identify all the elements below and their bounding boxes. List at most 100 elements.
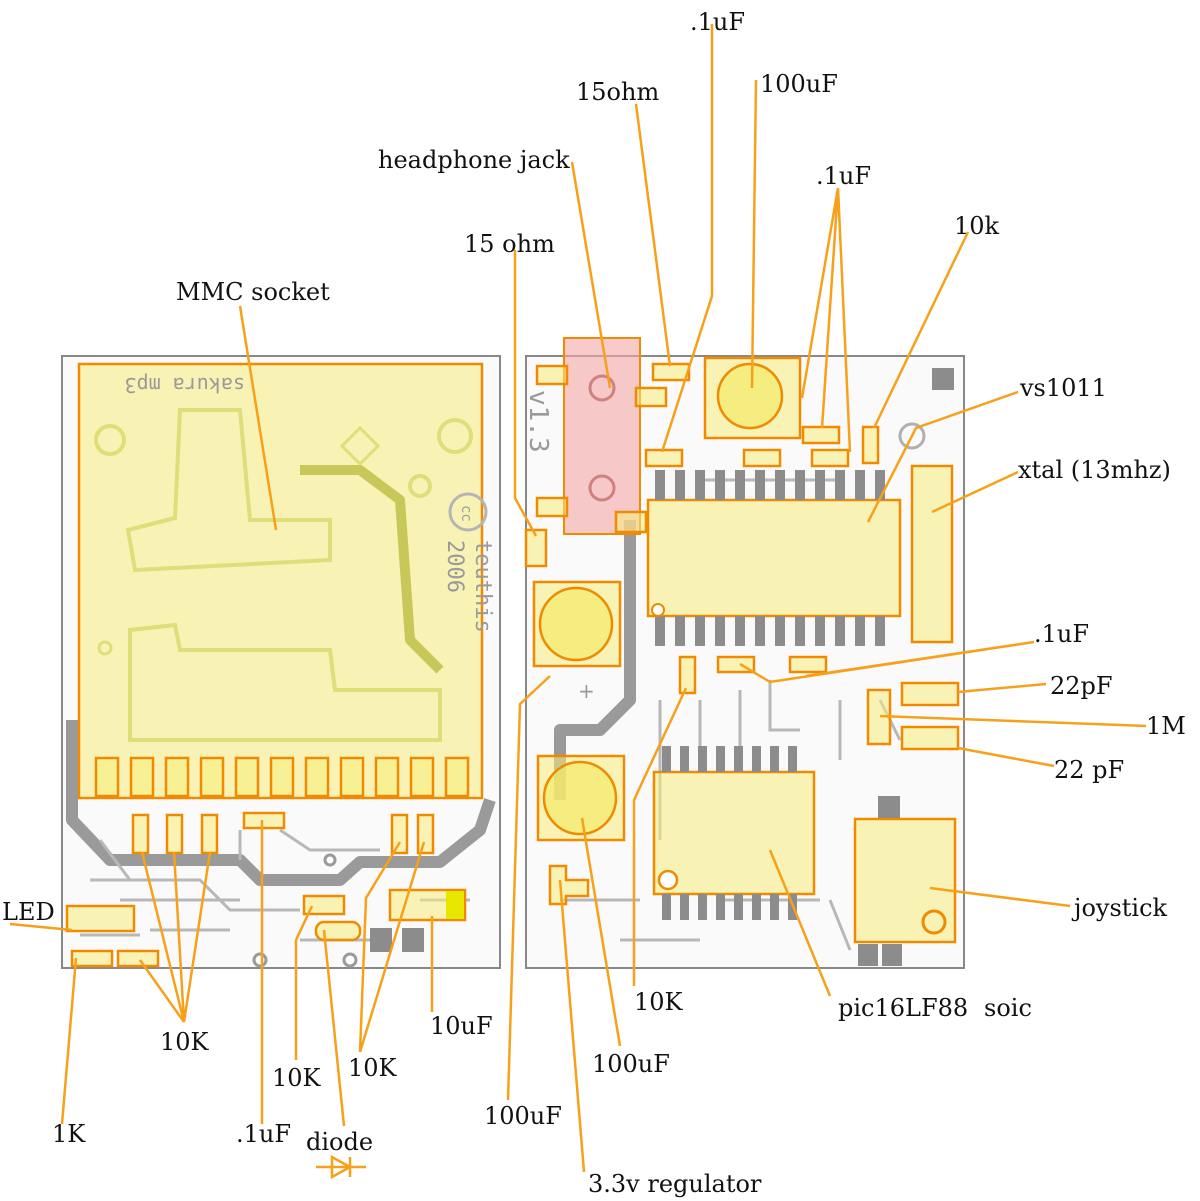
label-10k-right: 10K — [348, 1054, 398, 1082]
label-1k: 1K — [52, 1120, 86, 1148]
leader-diode — [322, 929, 346, 1127]
diode-body — [314, 920, 362, 942]
label-100uf-top: 100uF — [760, 70, 838, 98]
author-silk: teuthis — [470, 540, 495, 633]
resistor-1k — [70, 949, 114, 968]
label-01uf-group: .1uF — [816, 162, 871, 190]
labels: MMC socket headphone jack 15 ohm 15ohm .… — [2, 8, 1186, 1198]
resistor-15ohm-a — [524, 528, 548, 568]
pic16lf88-chip — [652, 770, 816, 896]
version-silk: v1.3 — [523, 390, 553, 453]
label-15ohm: 15ohm — [576, 78, 659, 106]
leader-10k-top — [872, 231, 970, 429]
mmc-hole-2 — [437, 418, 473, 454]
via — [252, 952, 268, 968]
leader-01uf-right — [739, 640, 1035, 684]
via — [323, 853, 337, 867]
label-100uf-bottom: 100uF — [484, 1102, 562, 1130]
headphone-jack-body — [563, 337, 641, 535]
resistor-array-10k-left — [131, 813, 219, 855]
mmc-hole-4 — [97, 640, 113, 656]
capacitor-10uf-band — [446, 891, 464, 919]
mmc-trace — [300, 465, 444, 674]
leader-100uf-bottom — [506, 675, 551, 1101]
jack-pin — [588, 374, 616, 402]
label-mmc-socket: MMC socket — [176, 278, 330, 306]
vs1011-pins — [655, 470, 885, 646]
leader-3v3-regulator — [558, 879, 586, 1173]
leader-15ohm — [634, 103, 672, 367]
resistor-10k-top — [861, 425, 880, 465]
leader-lines — [9, 24, 1147, 1180]
leader-10k-right — [358, 841, 426, 1053]
leader-100uf-top — [750, 79, 758, 389]
jack-pin — [588, 474, 616, 502]
leader-xtal — [931, 470, 1019, 514]
resistor-pair-10k-right — [390, 813, 435, 855]
label-01uf-top: .1uF — [690, 8, 745, 36]
capacitor-100uf-top-can — [716, 362, 784, 430]
jack-tab — [535, 496, 569, 518]
leader-pic16lf88 — [768, 849, 832, 997]
mmc-socket-body — [77, 362, 484, 800]
led-body — [65, 904, 136, 933]
jack-tab — [535, 364, 569, 386]
crystal-13mhz — [910, 464, 954, 644]
leader-100uf-low — [580, 817, 622, 1047]
cc-circle — [448, 492, 488, 532]
leader-1k — [60, 957, 78, 1125]
resistor-15ohm-top — [651, 362, 691, 382]
mount-hole — [898, 422, 926, 450]
label-joystick: joystick — [1071, 894, 1168, 922]
ground-trace — [66, 720, 496, 886]
brand-silk: sakura mp3 — [125, 373, 245, 397]
regulator-body — [548, 864, 590, 906]
mmc-hole-1 — [94, 424, 126, 456]
label-01uf-bottom: .1uF — [236, 1120, 291, 1148]
pad — [402, 928, 424, 952]
label-15-ohm: 15 ohm — [464, 230, 555, 258]
capacitor-01uf-bottom — [242, 811, 286, 830]
capacitor-01uf-top — [644, 448, 684, 468]
left-board: sakura mp3 2006 teuthis cc — [61, 355, 501, 969]
capacitor-100uf-bottom-can — [542, 760, 618, 836]
leader-vs1011 — [866, 390, 1019, 523]
pad — [858, 944, 878, 966]
leader-22pf-a — [957, 682, 1047, 694]
leader-10k-left — [138, 851, 212, 1023]
label-22pf-b: 22 pF — [1054, 756, 1124, 784]
jack-tab — [614, 510, 648, 534]
capacitor-01uf-right-b — [788, 655, 828, 674]
capacitor-01uf-a — [742, 448, 782, 468]
capacitor-01uf-b — [801, 425, 841, 445]
label-10uf: 10uF — [430, 1012, 493, 1040]
leader-15-ohm — [513, 250, 538, 537]
capacitor-22pf-a — [900, 681, 960, 707]
capacitor-100uf-low-can — [538, 586, 614, 662]
label-10k-top: 10k — [954, 212, 1000, 240]
power-trace — [554, 520, 636, 800]
leader-22pf-b — [957, 746, 1055, 768]
label-10k-mid: 10K — [272, 1064, 322, 1092]
capacitor-22pf-b — [900, 725, 960, 751]
leader-10k-pic — [632, 687, 688, 986]
mmc-contacts — [94, 756, 470, 798]
label-vs1011: vs1011 — [1019, 374, 1107, 402]
leader-led — [9, 922, 73, 932]
leader-joystick — [929, 886, 1071, 908]
leader-01uf-top — [660, 24, 714, 453]
label-pic16lf88: pic16LF88 — [838, 994, 968, 1022]
resistor-10k-mid — [302, 894, 346, 916]
resistor-10k-pic — [678, 655, 697, 695]
joystick-body — [853, 817, 957, 944]
vs1011-chip — [646, 498, 902, 618]
pic-pin1-marker — [657, 869, 679, 891]
mmc-silk-shape-2 — [128, 622, 442, 742]
pad — [878, 796, 900, 818]
label-1m: 1M — [1146, 712, 1186, 740]
label-22pf-a: 22pF — [1050, 672, 1113, 700]
pad — [882, 944, 902, 966]
leader-headphone-jack — [570, 161, 612, 389]
capacitor-01uf-c — [810, 448, 850, 468]
